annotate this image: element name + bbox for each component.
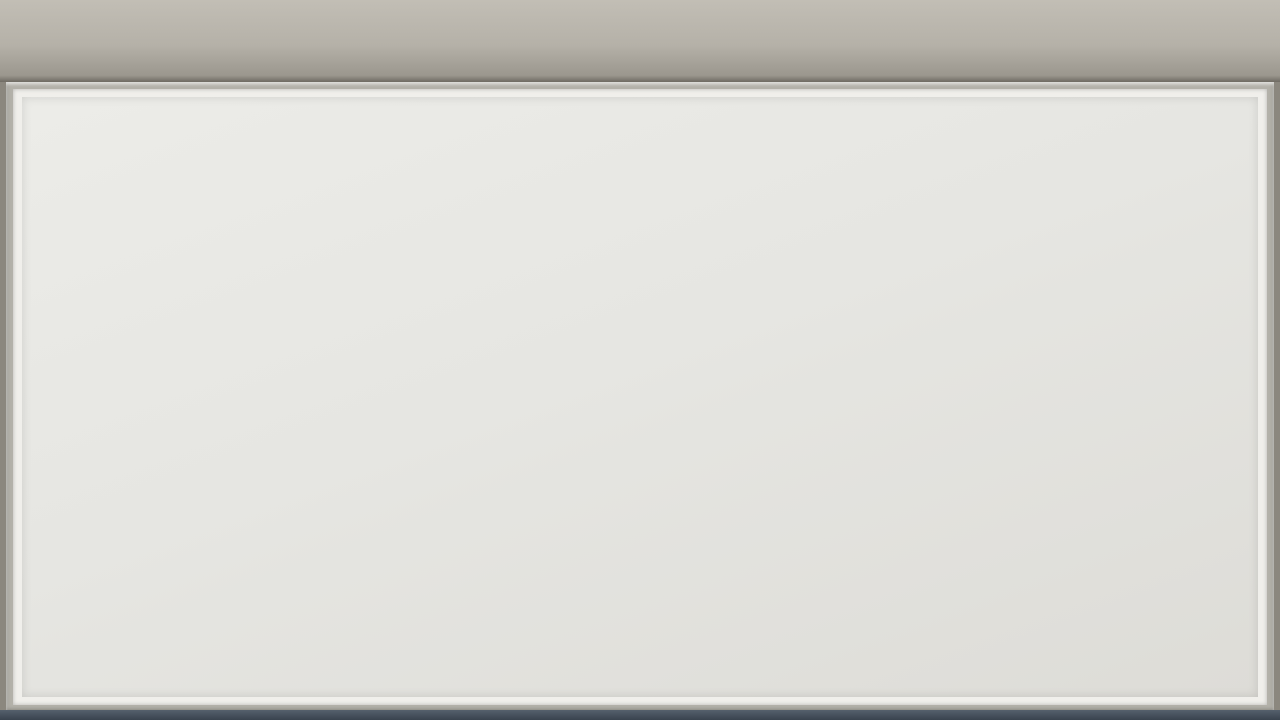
mimic-board-surface xyxy=(22,97,1258,697)
panel-base-strip xyxy=(0,710,1280,720)
meter-rail xyxy=(0,0,1280,82)
